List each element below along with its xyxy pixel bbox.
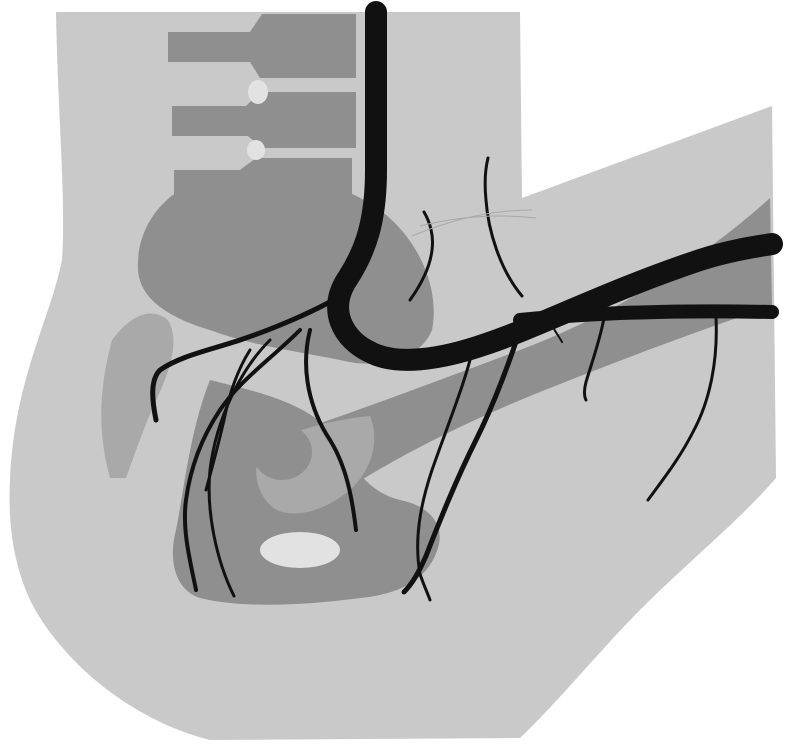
vertebral-foramen-2 <box>247 140 265 160</box>
lumbar-vertebrae <box>168 14 356 200</box>
vertebral-foramen-1 <box>248 80 268 104</box>
obturator-foramen <box>260 532 340 568</box>
femoral-head <box>252 424 312 480</box>
